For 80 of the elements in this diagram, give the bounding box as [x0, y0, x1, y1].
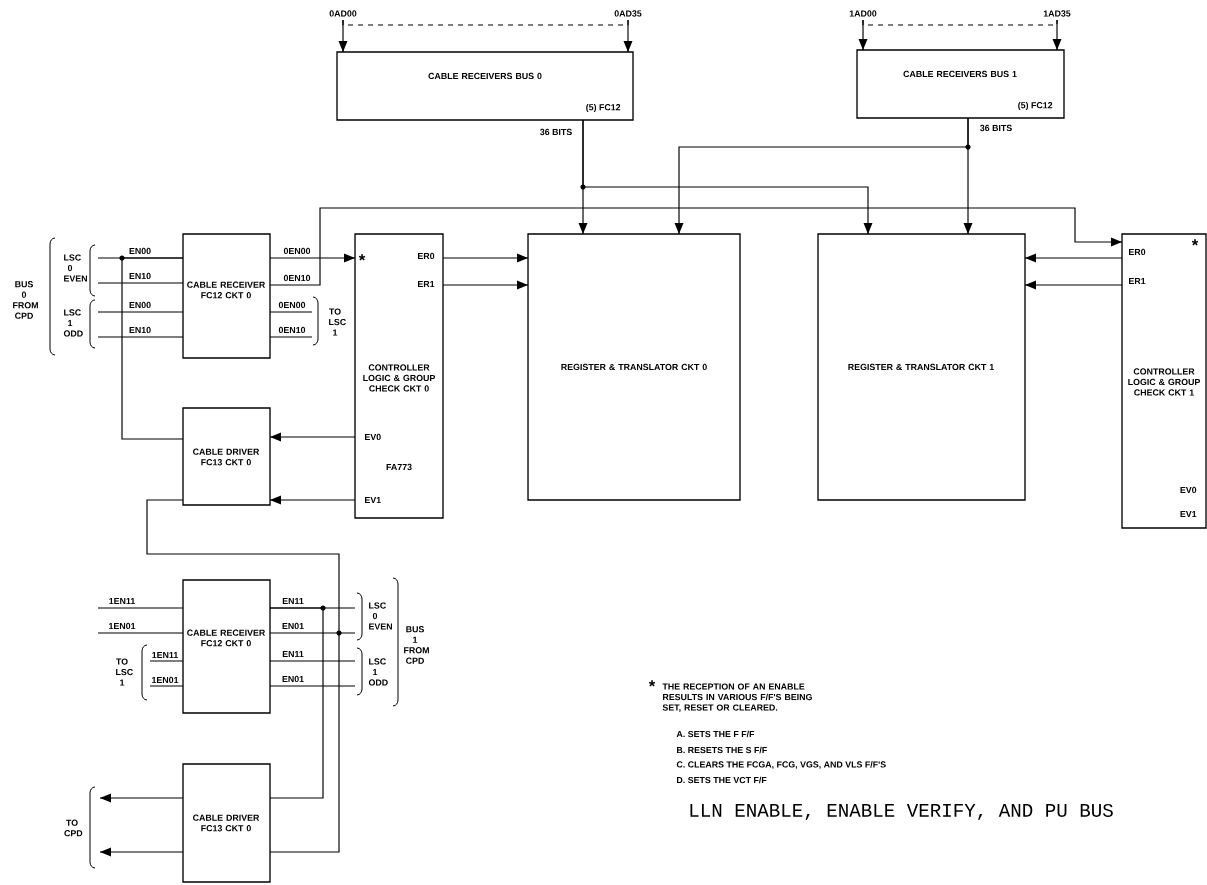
pin-label: 1AD00: [849, 10, 877, 17]
note-item: B. RESETS THE S F/F: [677, 746, 767, 754]
edge-label: EN00: [128, 247, 152, 255]
edge-label: 36 BITS: [979, 124, 1014, 132]
connector-line: [97, 632, 184, 634]
arrow: [269, 207, 1123, 286]
edge-label: EN01: [281, 675, 305, 683]
edge-label: 1EN11: [150, 651, 180, 659]
register-box: REGISTER & TRANSLATOR CKT 1: [817, 233, 1026, 501]
register-box: REGISTER & TRANSLATOR CKT 0: [527, 233, 741, 501]
note-item: C. CLEARS THE FCGA, FCG, VGS, AND VLS F/F'S: [676, 761, 886, 769]
note-text: THE RECEPTION OF AN ENABLE RESULTS IN VARIOUS F/F'S BEING SET, RESET OR CLEARED.: [662, 683, 812, 712]
pin-label: 0AD35: [614, 10, 642, 17]
destination-label: TO LSC 1: [116, 658, 133, 686]
destination-label: TO LSC 1: [329, 308, 346, 336]
edge-label: EN10: [128, 272, 152, 280]
edge-label: EN00: [128, 301, 152, 309]
arrow: [269, 495, 356, 505]
connector-line: [146, 499, 340, 853]
receiver-box: CABLE RECEIVER FC12 CKT 0: [182, 579, 271, 714]
connector-line: [269, 607, 324, 799]
arrow: [442, 280, 529, 290]
connector-line: [97, 282, 184, 284]
group-label: LSC 0 EVEN: [64, 254, 87, 282]
arrow: [1052, 19, 1062, 51]
connector-line: [97, 311, 184, 313]
arrow: [674, 117, 969, 235]
connector-line: [149, 660, 184, 662]
arrow: [99, 793, 184, 803]
group-label: LSC 1 ODD: [63, 309, 83, 337]
arrow: [269, 253, 356, 263]
arrow: [99, 847, 184, 857]
edge-label: EN01: [281, 622, 305, 630]
asterisk-mark: *: [648, 680, 656, 687]
arrow: [269, 432, 356, 442]
connector-line: [149, 685, 184, 687]
edge-label: 0EN10: [282, 274, 312, 282]
edge-label: 1EN11: [107, 597, 137, 605]
pin-label: 1AD35: [1043, 10, 1071, 17]
receiver-box: CABLE RECEIVERS BUS 1 (5) FC12: [856, 49, 1065, 119]
connector-line: [269, 685, 356, 687]
connector-line: [862, 19, 1058, 26]
edge-label: 0EN00: [277, 301, 307, 309]
arrow: [1024, 280, 1123, 290]
arrow: [582, 119, 873, 235]
note-item: D. SETS THE VCT F/F: [677, 776, 767, 784]
connector-line: [269, 632, 356, 634]
driver-box: CABLE DRIVER FC13 CKT 0: [182, 407, 271, 506]
bus-label: BUS 1 FROM CPD: [404, 626, 429, 664]
note-item: A. SETS THE F F/F: [676, 730, 755, 738]
edge-label: EN10: [128, 326, 152, 334]
arrow: [442, 253, 529, 263]
caption: LLN ENABLE, ENABLE VERIFY, AND PU BUS: [690, 803, 1113, 821]
connector-line: [342, 19, 629, 26]
connector-line: [269, 336, 313, 338]
arrow: [1024, 253, 1123, 263]
edge-label: 1EN01: [150, 676, 180, 684]
connector-line: [121, 257, 184, 440]
receiver-box: CABLE RECEIVER FC12 CKT 0: [182, 233, 271, 359]
connector-line: [269, 607, 356, 609]
group-label: LSC 0 EVEN: [369, 602, 392, 630]
arrow: [623, 19, 633, 53]
edge-label: 1EN01: [107, 622, 137, 630]
connector-line: [97, 336, 184, 338]
edge-label: EN11: [281, 597, 305, 605]
group-label: LSC 1 ODD: [368, 658, 388, 686]
bus-label: BUS 0 FROM CPD: [13, 281, 38, 319]
edge-label: 0EN00: [282, 247, 312, 255]
connector-line: [97, 607, 184, 609]
receiver-box: CABLE RECEIVERS BUS 0 (5) FC12: [336, 51, 634, 121]
destination-label: TO CPD: [64, 819, 83, 837]
edge-label: EN11: [281, 650, 305, 658]
driver-box: CABLE DRIVER FC13 CKT 0: [182, 763, 271, 883]
pin-label: 0AD00: [329, 10, 357, 17]
connector-line: [269, 311, 313, 313]
connector-line: [269, 660, 356, 662]
edge-label: 0EN10: [277, 326, 307, 334]
asterisk-mark: *: [1191, 239, 1199, 246]
asterisk-mark: *: [358, 254, 366, 261]
edge-label: 36 BITS: [539, 128, 574, 136]
